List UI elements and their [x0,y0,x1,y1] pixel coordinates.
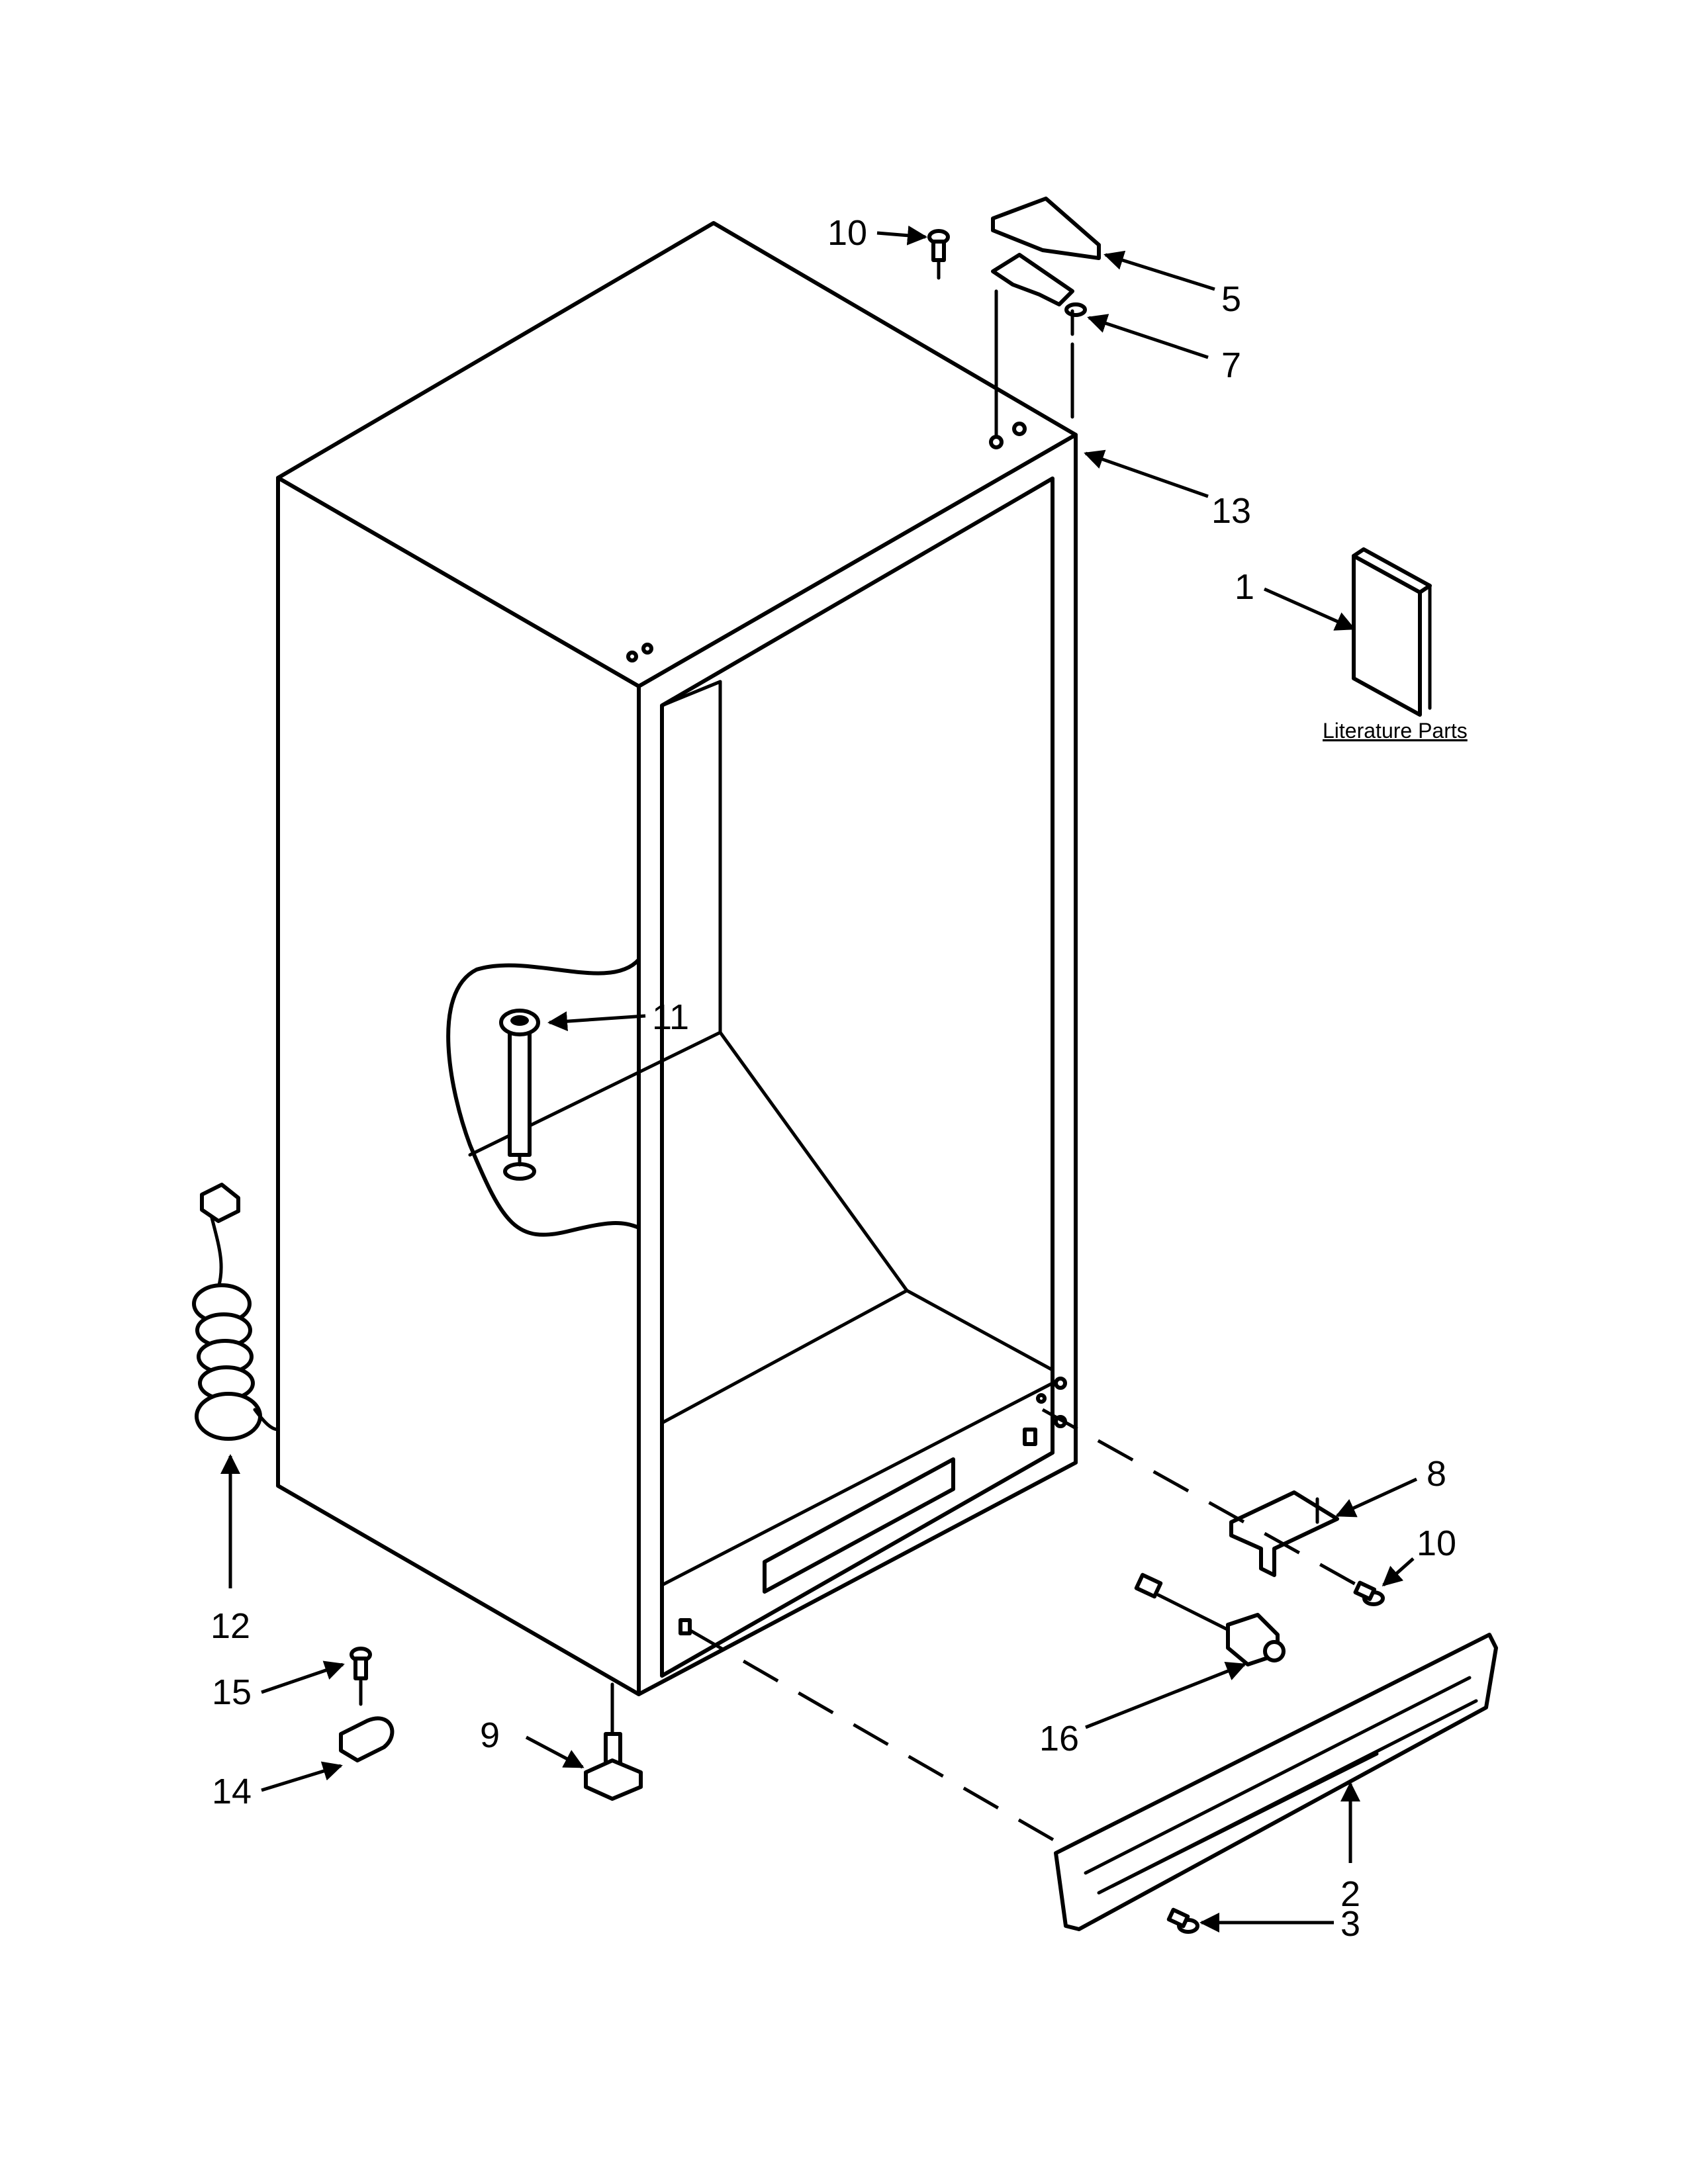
grille-screw [1166,1907,1199,1934]
callout-10-top: 10 [827,213,867,253]
side-hole-a [626,651,638,662]
leader-9 [525,1735,585,1769]
cutaway-outline [446,958,641,1237]
leader-15 [261,1661,345,1694]
liner-edge-top [660,680,722,707]
callout-2: 2 [1340,1874,1360,1914]
grille-ridge-1 [1084,1676,1472,1875]
top-hinge-hole-b [1012,422,1027,436]
grille-alignment-line [687,1627,1060,1845]
sensor-assembly [1134,1572,1286,1666]
side-hole-b [641,643,653,655]
cord-coil-5 [195,1392,262,1441]
callout-5: 5 [1221,279,1241,319]
leader-arrows [220,225,1418,1933]
power-cord [192,1183,280,1441]
clamp-screw-body [353,1657,368,1680]
sensor-connector [1134,1572,1163,1599]
hinge-screw-top [927,229,950,280]
hinge-cover [991,197,1101,260]
top-hinge-bracket [991,253,1074,306]
hinge-mount-hole [1023,1428,1037,1446]
cord-clamp [339,1716,395,1762]
sensor-knob [1263,1640,1286,1662]
leader-5 [1103,250,1215,291]
leader-10-top [876,225,927,246]
hinge-alignment-line [1041,1408,1358,1587]
leveling-leg [584,1732,643,1801]
leader-1 [1263,587,1356,631]
leader-10-bottom [1382,1557,1415,1586]
callout-12: 12 [211,1606,250,1646]
leg-foot [584,1758,643,1801]
callout-labels: 1 2 3 5 7 8 9 10 10 11 12 13 14 15 16 Li… [211,213,1468,1944]
callout-11: 11 [652,997,689,1037]
grille-vent-slot [763,1457,955,1594]
leader-11 [547,1011,646,1032]
leader-16 [1085,1661,1246,1729]
drain-tube-opening [510,1015,529,1026]
top-hinge-assembly [927,197,1101,439]
callout-16: 16 [1039,1719,1079,1758]
liner-bottom-right [905,1289,1055,1372]
bottom-hinge-screw [1353,1580,1385,1606]
callout-9: 9 [480,1715,500,1755]
base-mount-hole [679,1618,692,1635]
callout-3: 3 [1340,1904,1360,1944]
leader-13 [1084,449,1209,498]
callout-10-bottom: 10 [1417,1524,1456,1563]
callout-15: 15 [212,1672,252,1712]
toe-grille-assembly [687,1627,1498,1934]
front-screw-hole-top [1054,1377,1067,1390]
callout-1: 1 [1235,567,1254,607]
literature-parts-caption: Literature Parts [1323,719,1468,743]
cabinet-opening [660,477,1055,1678]
liner-shelf-back [718,1030,909,1293]
cord-clamp-assembly [339,1647,395,1762]
callout-8: 8 [1427,1454,1446,1494]
leader-7 [1087,314,1209,359]
bottom-hinge-assembly [1041,1408,1385,1606]
drain-tube [508,1030,532,1157]
callout-7: 7 [1221,345,1241,385]
cord-to-cabinet [253,1408,280,1432]
liner-bottom-lip [660,1381,1055,1587]
literature-pack [1352,547,1432,717]
grille-ridge-3 [1110,1752,1379,1888]
toe-grille [1054,1633,1498,1931]
bottom-hinge-bracket [1229,1490,1339,1577]
cutaway-view [446,958,722,1237]
callout-14: 14 [212,1772,252,1811]
sensor-wire [1156,1593,1233,1633]
cord-lead [210,1216,223,1289]
leader-8 [1335,1477,1418,1518]
front-screw-hole-lower [1036,1393,1047,1404]
leader-14 [261,1761,343,1792]
callout-13: 13 [1211,491,1251,531]
liner-bottom-edge [660,1289,909,1425]
cabinet-assembly [276,221,1078,1736]
power-plug [200,1183,240,1223]
hinge-pin [1064,302,1087,317]
